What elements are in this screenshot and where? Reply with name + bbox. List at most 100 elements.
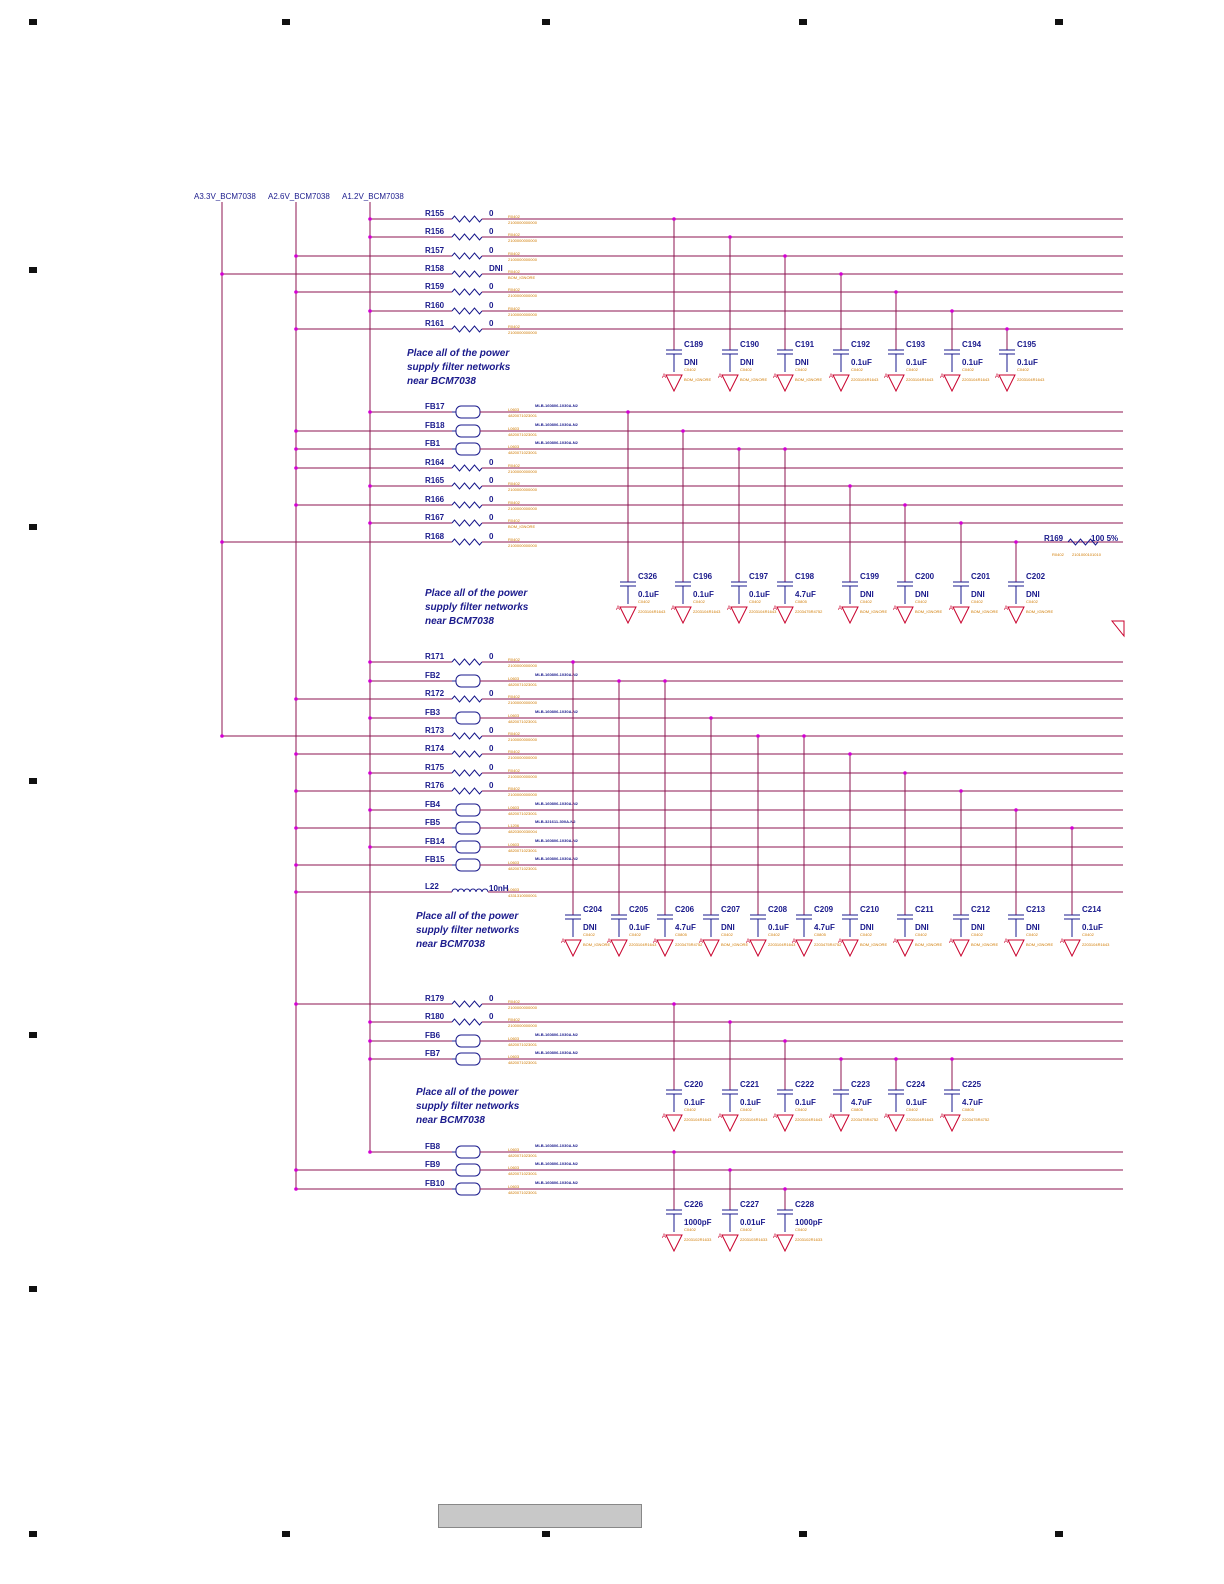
ref-R164: R164 bbox=[425, 458, 445, 467]
value-C326: 0.1uF bbox=[638, 590, 659, 599]
ground-symbol bbox=[665, 1234, 683, 1253]
junction-dot bbox=[368, 1150, 372, 1154]
ferrite-bead-symbol bbox=[455, 442, 481, 456]
ref-C211: C211 bbox=[915, 905, 934, 914]
junction-dot bbox=[728, 235, 732, 239]
junction-dot bbox=[672, 217, 676, 221]
registration-mark bbox=[1055, 1531, 1063, 1537]
pkg-FB2: L0603 bbox=[508, 676, 520, 681]
placement-note: supply filter networks bbox=[425, 602, 529, 613]
ferrite-bead-symbol bbox=[455, 424, 481, 438]
junction-dot bbox=[294, 466, 298, 470]
ground-label: A bbox=[662, 1114, 666, 1120]
pn-R159: 2100000000000 bbox=[508, 293, 538, 298]
ground-symbol bbox=[841, 939, 859, 958]
pn-FB8: 4820071023001 bbox=[508, 1153, 538, 1158]
pkg-C226: C0402 bbox=[684, 1227, 697, 1232]
ground-label: A bbox=[607, 939, 611, 945]
resistor-symbol bbox=[451, 695, 483, 703]
junction-dot bbox=[950, 1057, 954, 1061]
pkg-FB9: L0603 bbox=[508, 1165, 520, 1170]
junction-dot bbox=[294, 327, 298, 331]
pn-FB5: 4820300030004 bbox=[508, 829, 538, 834]
junction-dot bbox=[368, 679, 372, 683]
registration-mark bbox=[1055, 19, 1063, 25]
ref-C206: C206 bbox=[675, 905, 695, 914]
ref-C196: C196 bbox=[693, 572, 713, 581]
pn-C207: BOM_IGNORE bbox=[721, 942, 748, 947]
ground-label: A bbox=[1060, 939, 1064, 945]
rail-label-2: A1.2V_BCM7038 bbox=[342, 192, 404, 201]
pn-L22: 4331310000001 bbox=[508, 893, 538, 898]
pn-R179: 2100000000000 bbox=[508, 1005, 538, 1010]
ferrite-bead-symbol bbox=[455, 1163, 481, 1177]
placement-note: supply filter networks bbox=[407, 362, 511, 373]
ref-R174: R174 bbox=[425, 744, 445, 753]
pn-C200: BOM_IGNORE bbox=[915, 609, 942, 614]
value-FB10: MLB-160806-1030A-N2 bbox=[535, 1180, 579, 1185]
junction-dot bbox=[368, 309, 372, 313]
ref-C190: C190 bbox=[740, 340, 760, 349]
pkg-C228: C0402 bbox=[795, 1227, 808, 1232]
ground-symbol bbox=[1063, 939, 1081, 958]
pn-R169: 2101000101010 bbox=[1072, 552, 1102, 557]
pn-C211: BOM_IGNORE bbox=[915, 942, 942, 947]
ground-label: A bbox=[662, 374, 666, 380]
pn-R172: 2100000000000 bbox=[508, 700, 538, 705]
placement-note: near BCM7038 bbox=[425, 616, 494, 627]
value-FB15: MLB-160806-1030A-N2 bbox=[535, 856, 579, 861]
ref-FB1: FB1 bbox=[425, 439, 441, 448]
pkg-R164: R0402 bbox=[508, 463, 521, 468]
placement-note: Place all of the power bbox=[407, 348, 510, 359]
pn-FB4: 4820071023001 bbox=[508, 811, 538, 816]
junction-dot bbox=[950, 309, 954, 313]
value-R176: 0 bbox=[489, 781, 494, 790]
pkg-C190: C0402 bbox=[740, 367, 753, 372]
ground-label: A bbox=[829, 1114, 833, 1120]
pn-FB14: 4820071023001 bbox=[508, 848, 538, 853]
ferrite-bead-symbol bbox=[455, 1145, 481, 1159]
pn-R176: 2100000000000 bbox=[508, 792, 538, 797]
value-FB3: MLB-160806-1030A-N2 bbox=[535, 709, 579, 714]
ref-C222: C222 bbox=[795, 1080, 815, 1089]
value-C223: 4.7uF bbox=[851, 1098, 872, 1107]
ref-FB17: FB17 bbox=[425, 402, 445, 411]
resistor-symbol bbox=[451, 658, 483, 666]
pkg-FB10: L0603 bbox=[508, 1184, 520, 1189]
pkg-R173: R0402 bbox=[508, 731, 521, 736]
ref-R165: R165 bbox=[425, 476, 445, 485]
placement-note: Place all of the power bbox=[416, 911, 519, 922]
junction-dot bbox=[737, 447, 741, 451]
value-FB14: MLB-160806-1030A-N2 bbox=[535, 838, 579, 843]
value-C193: 0.1uF bbox=[906, 358, 927, 367]
pkg-C222: C0402 bbox=[795, 1107, 808, 1112]
ferrite-bead-symbol bbox=[455, 803, 481, 817]
pn-C224: 2203104R1643 bbox=[906, 1117, 934, 1122]
pkg-R159: R0402 bbox=[508, 287, 521, 292]
ground-symbol bbox=[832, 374, 850, 393]
ground-symbol bbox=[702, 939, 720, 958]
pkg-FB5: L1206 bbox=[508, 823, 520, 828]
pkg-C193: C0402 bbox=[906, 367, 919, 372]
value-C192: 0.1uF bbox=[851, 358, 872, 367]
value-R166: 0 bbox=[489, 495, 494, 504]
value-C227: 0.01uF bbox=[740, 1218, 765, 1227]
pkg-C205: C0402 bbox=[629, 932, 642, 937]
ref-C198: C198 bbox=[795, 572, 815, 581]
ref-C212: C212 bbox=[971, 905, 991, 914]
pn-FB10: 4820071023001 bbox=[508, 1190, 538, 1195]
placement-note: Place all of the power bbox=[416, 1087, 519, 1098]
pkg-C189: C0402 bbox=[684, 367, 697, 372]
ref-R169: R169 bbox=[1044, 534, 1064, 543]
ground-symbol bbox=[1007, 939, 1025, 958]
junction-dot bbox=[903, 771, 907, 775]
registration-mark bbox=[29, 778, 37, 784]
placement-note: near BCM7038 bbox=[416, 1115, 485, 1126]
ref-R160: R160 bbox=[425, 301, 445, 310]
ground-symbol bbox=[730, 606, 748, 625]
pkg-R166: R0402 bbox=[508, 500, 521, 505]
ref-C202: C202 bbox=[1026, 572, 1046, 581]
ref-C224: C224 bbox=[906, 1080, 926, 1089]
ferrite-bead-symbol bbox=[455, 840, 481, 854]
